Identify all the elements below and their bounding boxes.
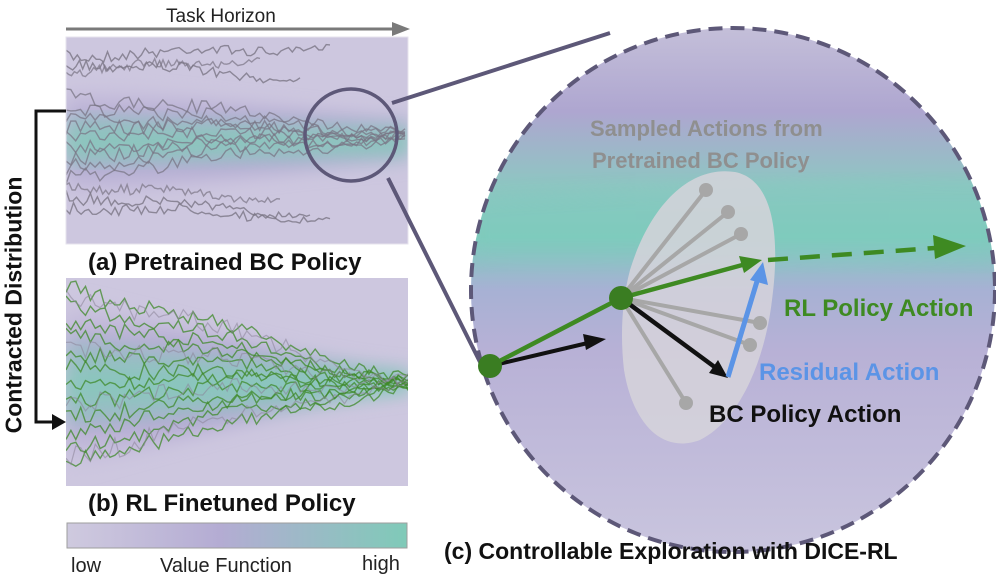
trajectory-line — [66, 56, 261, 78]
trajectory-line — [66, 378, 408, 466]
trajectory-line — [66, 346, 408, 386]
bc-policy-action-arrow — [619, 296, 728, 378]
zoom-connectors — [386, 31, 611, 363]
trajectory-line — [66, 200, 331, 224]
trajectory-line — [66, 378, 408, 408]
rl-policy-path — [488, 235, 966, 368]
legend-title: Value Function — [160, 555, 292, 577]
trajectory-line — [66, 376, 408, 412]
task-horizon-label: Task Horizon — [166, 6, 276, 27]
value-function-legend-bar — [66, 522, 408, 549]
trajectory-line — [66, 289, 408, 383]
sampled-actions-label-line1: Sampled Actions from — [590, 116, 823, 141]
trajectory-line — [66, 373, 408, 442]
caption-b: (b) RL Finetuned Policy — [88, 490, 356, 517]
trajectory-line — [66, 181, 281, 204]
residual-action-arrow — [725, 262, 768, 378]
panel-b-value-field — [66, 278, 408, 486]
contracted-distribution-label: Contracted Distribution — [0, 176, 27, 434]
trajectory-line — [66, 189, 311, 220]
trajectory-line — [66, 133, 406, 154]
legend-low-label: low — [71, 555, 102, 577]
caption-a: (a) Pretrained BC Policy — [88, 249, 362, 276]
bc-trajectories — [66, 43, 406, 224]
bc-policy-action-label: BC Policy Action — [709, 401, 902, 428]
legend-high-label: high — [362, 553, 400, 575]
trajectory-line — [66, 131, 406, 176]
zoom-focus-circle — [303, 87, 399, 183]
current-state-dot — [609, 286, 633, 310]
trajectory-line — [66, 43, 331, 63]
trajectory-line — [66, 125, 405, 143]
bc-step-arrow — [489, 334, 606, 368]
panel-a-frame — [65, 36, 409, 245]
trajectory-line — [66, 130, 406, 167]
caption-c: (c) Controllable Exploration with DICE-R… — [444, 538, 898, 564]
contracted-distribution-bracket — [34, 109, 66, 430]
start-state-dot — [478, 354, 502, 378]
rl-trajectories — [66, 280, 408, 468]
trajectory-line — [66, 134, 406, 185]
trajectory-line — [66, 341, 408, 386]
trajectory-line — [66, 381, 408, 453]
rl-policy-action-label: RL Policy Action — [784, 295, 974, 322]
sampled-actions-label-line2: Pretrained BC Policy — [592, 148, 810, 173]
residual-action-label: Residual Action — [759, 359, 940, 386]
trajectory-line — [66, 88, 406, 133]
trajectory-line — [66, 280, 408, 381]
trajectory-line — [66, 369, 408, 391]
task-horizon-arrow — [66, 22, 410, 36]
sampled-actions — [619, 183, 767, 410]
